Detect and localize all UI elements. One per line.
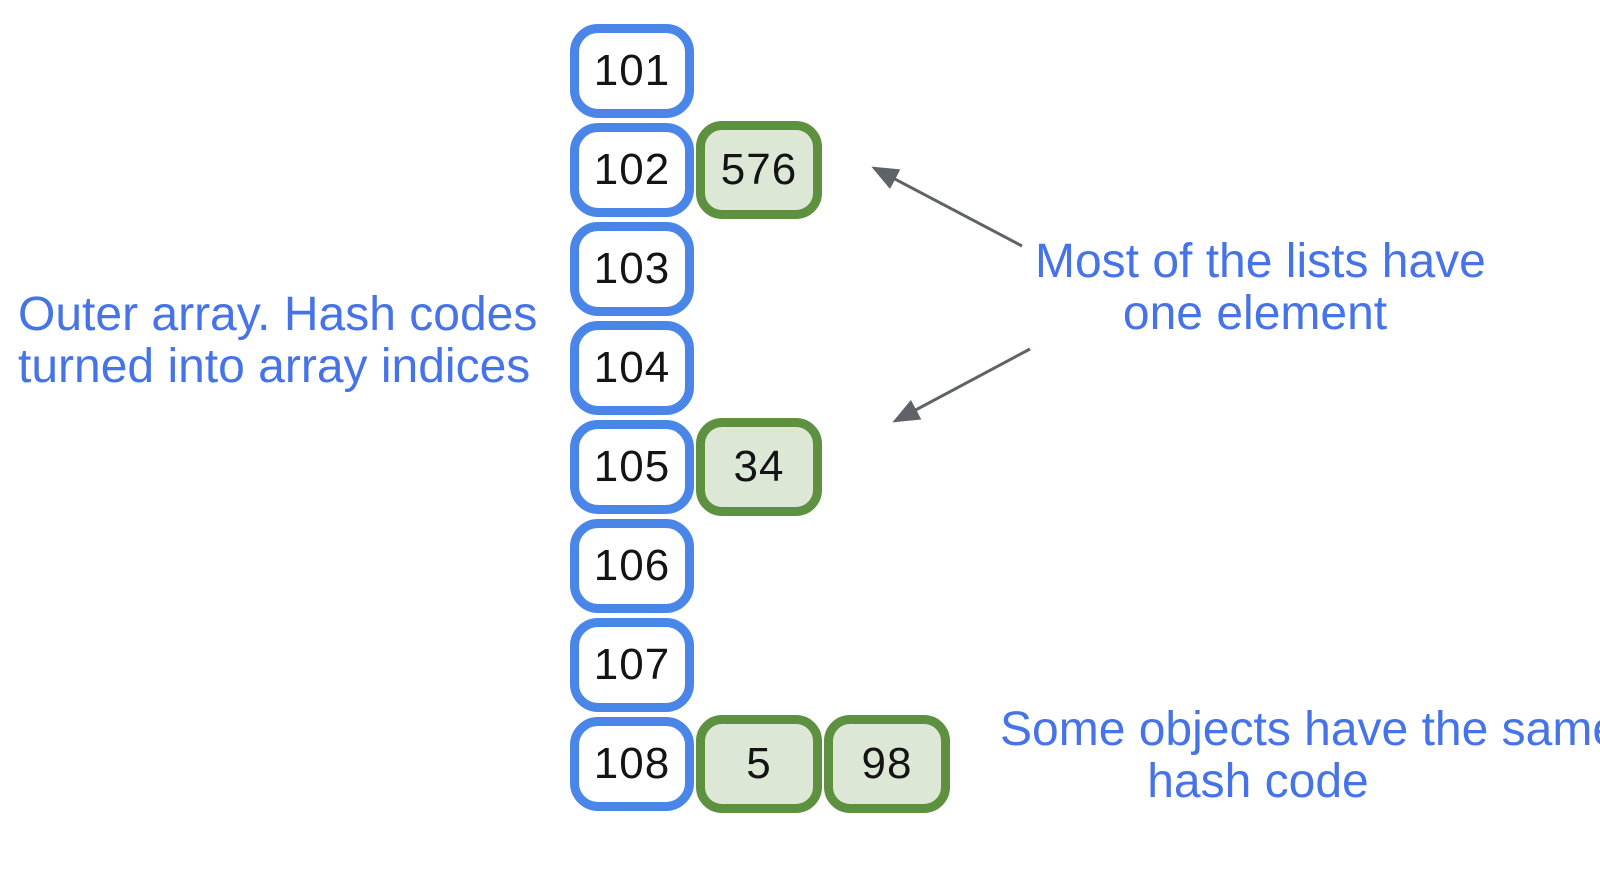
outer-array-label-line1: Outer array. Hash codes (18, 288, 538, 341)
array-row: 107 (570, 618, 950, 712)
same-hash-label-line2: hash code (1147, 755, 1369, 808)
array-index-box: 106 (570, 519, 694, 613)
array-index-box: 108 (570, 717, 694, 811)
outer-array-label-line2: turned into array indices (18, 340, 531, 393)
array-index-box: 103 (570, 222, 694, 316)
same-hash-label-line1: Some objects have the same (1000, 703, 1600, 756)
list-element-box: 34 (696, 418, 822, 516)
list-element-box: 576 (696, 121, 822, 219)
array-index-box: 101 (570, 24, 694, 118)
array-row: 101 (570, 24, 950, 118)
most-lists-label-line1: Most of the lists have (1035, 235, 1486, 288)
same-hash-label: Some objects have the same hash code (1000, 703, 1600, 808)
array-index-box: 104 (570, 321, 694, 415)
array-row: 106 (570, 519, 950, 613)
most-lists-label: Most of the lists have one element (1035, 235, 1486, 340)
list-element-box: 5 (696, 715, 822, 813)
outer-array-label: Outer array. Hash codes turned into arra… (18, 288, 538, 393)
list-element-box: 98 (824, 715, 950, 813)
array-row: 104 (570, 321, 950, 415)
array-index-box: 105 (570, 420, 694, 514)
array-index-box: 107 (570, 618, 694, 712)
array-row: 103 (570, 222, 950, 316)
array-index-box: 102 (570, 123, 694, 217)
most-lists-label-line2: one element (1122, 287, 1388, 340)
